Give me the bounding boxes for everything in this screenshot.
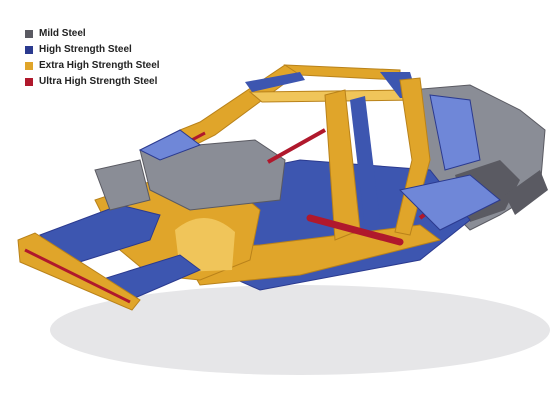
side-sill: [179, 224, 442, 286]
side-impact-beam: [306, 214, 404, 246]
b-pillar-inner: [350, 96, 380, 228]
bumper-reinforcement: [24, 248, 131, 304]
c-pillar: [394, 77, 431, 236]
swatch-extra-high-strength-steel: [25, 61, 33, 70]
swatch-ultra-high-strength-steel: [25, 77, 33, 86]
shock-tower: [94, 159, 151, 211]
roof-bow-front: [245, 72, 305, 92]
material-legend: Mild Steel High Strength Steel Extra Hig…: [25, 27, 160, 88]
legend-item-extra-high-strength-steel: Extra High Strength Steel: [25, 59, 160, 72]
legend-label: High Strength Steel: [39, 44, 132, 55]
front-wheel-arch: [175, 217, 235, 272]
swatch-high-strength-steel: [25, 45, 33, 54]
legend-item-mild-steel: Mild Steel: [25, 27, 160, 40]
legend-label: Ultra High Strength Steel: [39, 76, 158, 87]
roof-crossmember-red: [267, 128, 326, 164]
legend-item-ultra-high-strength-steel: Ultra High Strength Steel: [25, 75, 160, 88]
legend-label: Mild Steel: [39, 28, 86, 39]
legend-label: Extra High Strength Steel: [39, 60, 160, 71]
firewall-dash: [139, 139, 286, 211]
ground-shadow: [50, 285, 550, 375]
rear-floor: [398, 174, 501, 231]
rear-pillar-inner: [429, 94, 481, 171]
legend-item-high-strength-steel: High Strength Steel: [25, 43, 160, 56]
cowl-panel: [138, 129, 202, 161]
rear-bumper: [505, 170, 548, 215]
swatch-mild-steel: [25, 29, 33, 38]
